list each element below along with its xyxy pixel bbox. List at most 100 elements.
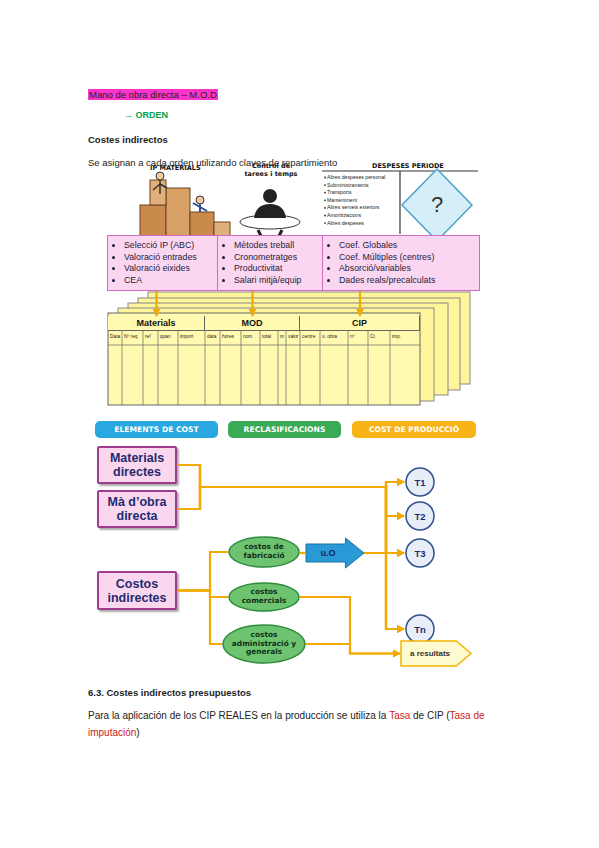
column-label: import bbox=[180, 334, 193, 339]
expense-item: Altres despeses bbox=[327, 220, 364, 226]
list-item: Productivitat bbox=[234, 263, 322, 275]
connector bbox=[364, 516, 404, 553]
grid-line bbox=[390, 331, 391, 405]
block-arrow: u.O bbox=[306, 538, 364, 568]
text-wrap: Costos indirectes bbox=[99, 573, 175, 608]
list-item: Dades reals/precalculats bbox=[339, 275, 479, 287]
person-head bbox=[156, 172, 164, 180]
highlighted-heading: Mano de obra directa – M.O.D bbox=[88, 89, 218, 100]
text-wrap: Materials directes bbox=[99, 448, 175, 482]
pentagon-shape bbox=[401, 641, 471, 666]
grid-line bbox=[241, 331, 242, 405]
connector bbox=[300, 552, 306, 554]
person-body bbox=[193, 203, 207, 212]
connector bbox=[177, 487, 404, 516]
red-term: Tasa bbox=[389, 710, 410, 721]
frame-line bbox=[399, 171, 400, 234]
connector bbox=[300, 597, 400, 654]
connector bbox=[251, 291, 253, 316]
order-circle: T3 bbox=[404, 538, 436, 568]
bullet bbox=[324, 207, 326, 209]
expense-item: Altres serveis exteriors bbox=[327, 204, 379, 210]
result-arrow: a resultats bbox=[400, 640, 472, 667]
text-wrap: T2 bbox=[404, 501, 436, 531]
node-text: T3 bbox=[414, 548, 425, 559]
column-label: Ct bbox=[370, 334, 375, 339]
connector bbox=[306, 644, 400, 654]
list-item: Coef. Múltiples (centres) bbox=[339, 252, 479, 264]
node-text: Costos indirectes bbox=[99, 577, 175, 605]
node-text: costos administració y generals bbox=[230, 631, 298, 657]
column-label: centre bbox=[302, 334, 315, 339]
column-band: ELEMENTS DE COST bbox=[95, 421, 218, 438]
node-text: T1 bbox=[414, 477, 425, 488]
connector bbox=[364, 552, 404, 554]
column-label: m bbox=[280, 334, 284, 339]
list-item: Selecció IP (ABC) bbox=[124, 240, 217, 252]
text-wrap: Mà d’obra directa bbox=[99, 492, 175, 526]
column-label: Data bbox=[110, 334, 120, 339]
cost-box: Materials directes bbox=[97, 446, 177, 484]
ellipse-shape bbox=[223, 625, 305, 663]
ellipse-shape bbox=[229, 537, 299, 567]
bullet-list: Coef. GlobalesCoef. Múltiples (centres)A… bbox=[323, 236, 479, 286]
section-heading: 6.3. Costes indirectos presupuestos bbox=[88, 687, 251, 698]
circle-shape bbox=[406, 502, 434, 530]
column-label: quan bbox=[160, 334, 171, 339]
connector bbox=[177, 482, 404, 509]
column-band: COST DE PRODUCCIÓ bbox=[352, 421, 476, 438]
arrow-note: → ORDEN bbox=[124, 110, 168, 120]
grid-line bbox=[205, 331, 206, 405]
bullet bbox=[324, 222, 326, 224]
text-wrap: T3 bbox=[404, 538, 436, 568]
column-label: imp. bbox=[392, 334, 401, 339]
connector bbox=[177, 465, 404, 553]
person-head bbox=[263, 189, 277, 203]
grid-line bbox=[108, 345, 420, 346]
list-item: Cronometratges bbox=[234, 252, 322, 264]
list-item: Coef. Globales bbox=[339, 240, 479, 252]
node-text: ? bbox=[431, 192, 443, 218]
list-item: Valoració eixides bbox=[124, 263, 217, 275]
text-wrap: costos administració y generals bbox=[222, 624, 306, 664]
cost-box: Costos indirectes bbox=[97, 571, 177, 610]
connector bbox=[364, 482, 404, 553]
list-box: Coef. GlobalesCoef. Múltiples (centres)A… bbox=[322, 235, 480, 291]
text-wrap: u.O bbox=[306, 538, 364, 568]
circle-shape bbox=[406, 539, 434, 567]
picture-title: Control de tarees i temps bbox=[240, 162, 302, 178]
node-text: Mà d’obra directa bbox=[99, 495, 175, 523]
list-item: Absorció/variables bbox=[339, 263, 479, 275]
node-text: Materials bbox=[136, 318, 175, 328]
text-wrap: a resultats bbox=[400, 640, 472, 667]
circle-shape bbox=[406, 468, 434, 496]
person-head bbox=[196, 196, 204, 204]
connector bbox=[177, 591, 222, 645]
expense-item: Transports bbox=[327, 189, 352, 195]
connector bbox=[177, 591, 228, 598]
cost-ellipse: costos comercials bbox=[228, 582, 300, 612]
grid-line bbox=[260, 331, 261, 405]
node-text: costos comercials bbox=[236, 588, 292, 605]
text-wrap: T1 bbox=[404, 467, 436, 497]
grid-line bbox=[368, 331, 369, 405]
crate bbox=[150, 180, 166, 205]
connector bbox=[155, 291, 157, 316]
text-wrap: costos de fabricació bbox=[228, 536, 300, 568]
expense-item: Manteniment bbox=[327, 197, 357, 203]
node-text: Materials directes bbox=[99, 451, 175, 479]
connector bbox=[364, 553, 404, 629]
text-wrap: CIP bbox=[300, 316, 419, 330]
table-grid bbox=[108, 331, 420, 405]
bullet bbox=[324, 192, 326, 194]
column-label: ref bbox=[145, 334, 151, 339]
table-header: CIP bbox=[300, 316, 420, 331]
bullet-list: Selecció IP (ABC)Valoració entradesValor… bbox=[108, 236, 217, 286]
list-item: Valoració entrades bbox=[124, 252, 217, 264]
bullet bbox=[324, 215, 326, 217]
text-wrap: MOD bbox=[205, 316, 299, 330]
node-text: costos de fabricació bbox=[236, 543, 292, 560]
decision-diamond: ? bbox=[401, 168, 473, 242]
grid-line bbox=[278, 331, 279, 405]
